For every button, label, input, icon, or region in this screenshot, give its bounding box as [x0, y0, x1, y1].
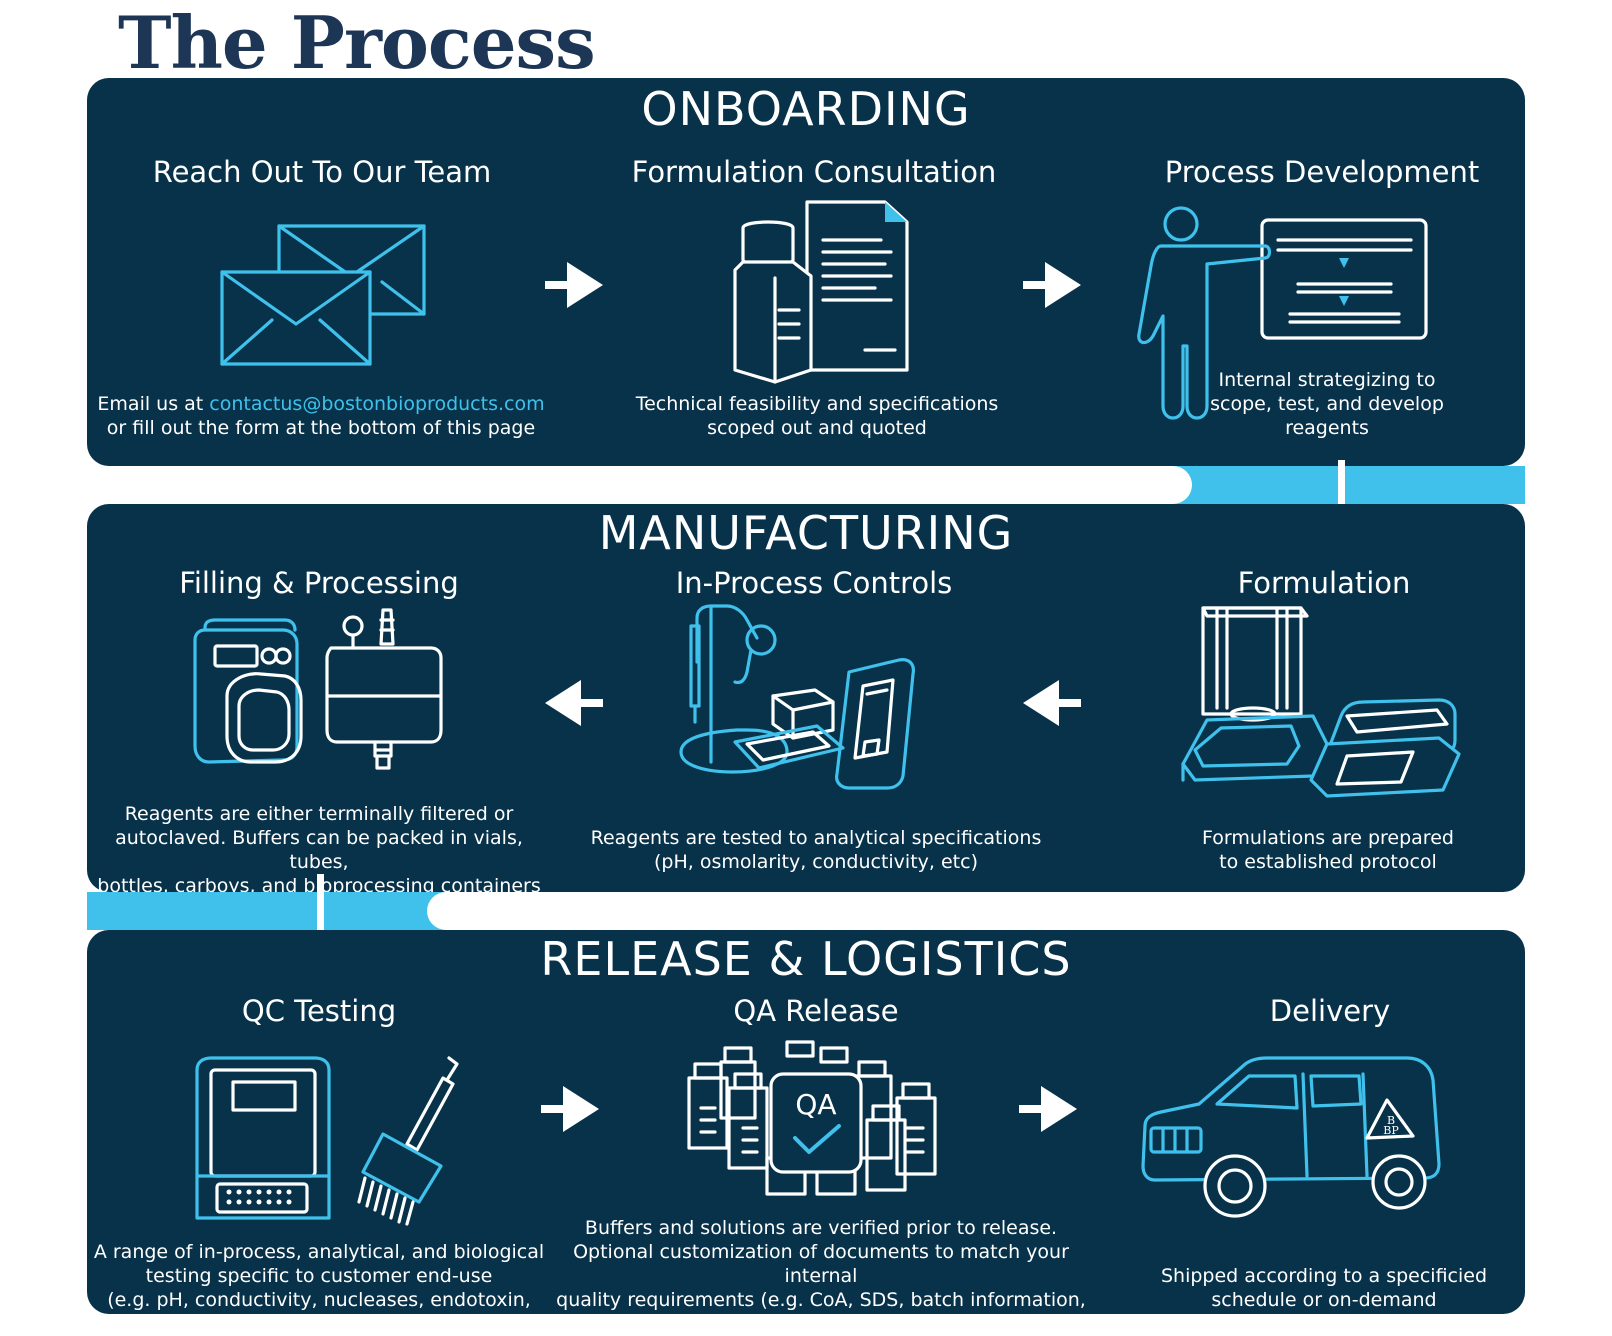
thermal-cycler-pipette-icon: [195, 1056, 459, 1226]
step-desc-in-process-controls: Reagents are tested to analytical specif…: [590, 827, 1042, 873]
arrow-left-icon: [545, 680, 603, 726]
step-title-reach-out: Reach Out To Our Team: [152, 155, 492, 189]
page-title: The Process: [118, 0, 596, 85]
arrow-right-icon: [541, 1086, 599, 1132]
arrow-right-icon: [1019, 1086, 1077, 1132]
svg-text:B: B: [1387, 1114, 1395, 1127]
step-title-process-development: Process Development: [1164, 155, 1480, 189]
delivery-van-icon: B BP: [1141, 1056, 1441, 1218]
qa-bottles-icon: QA: [687, 1040, 937, 1196]
balance-scale-icon: [1181, 606, 1461, 798]
release-panel: RELEASE & LOGISTICS QC Testing QA Releas…: [87, 930, 1525, 1335]
step-desc-delivery: Shipped according to a specificied sched…: [1160, 1265, 1488, 1311]
step-title-qc-testing: QC Testing: [241, 994, 397, 1028]
step-desc-reach-out: Email us at contactus@bostonbioproducts.…: [97, 393, 545, 439]
presenter-board-icon: [1137, 206, 1428, 420]
section-heading-onboarding: ONBOARDING: [641, 82, 971, 136]
step-title-formulation-consultation: Formulation Consultation: [631, 155, 997, 189]
svg-text:BP: BP: [1383, 1124, 1399, 1137]
connector-band: [0, 466, 1525, 504]
pump-filter-icon: [193, 608, 443, 770]
connector-pill: [0, 466, 1192, 504]
bottle-document-icon: [733, 200, 909, 384]
step-desc-formulation-consultation: Technical feasibility and specifications…: [635, 393, 999, 439]
qa-badge-label: QA: [795, 1088, 836, 1121]
connector-pill: [427, 892, 1612, 930]
onboarding-panel: ONBOARDING Reach Out To Our Team Formula…: [87, 78, 1525, 466]
manufacturing-panel: MANUFACTURING Filling & Processing In-Pr…: [87, 504, 1525, 897]
arrow-left-icon: [1023, 680, 1081, 726]
step-desc-qa-release: Buffers and solutions are verified prior…: [556, 1217, 1086, 1335]
step-title-qa-release: QA Release: [733, 994, 899, 1028]
step-title-in-process-controls: In-Process Controls: [675, 566, 953, 600]
lab-instrument-icon: [679, 604, 915, 790]
step-title-formulation: Formulation: [1237, 566, 1411, 600]
step-desc-process-development: Internal strategizing to scope, test, an…: [1210, 369, 1444, 439]
connector-band: [87, 892, 1612, 930]
step-desc-qc-testing: A range of in-process, analytical, and b…: [93, 1241, 545, 1335]
envelopes-icon: [220, 224, 426, 366]
email-link[interactable]: contactus@bostonbioproducts.com: [209, 393, 545, 415]
step-desc-formulation: Formulations are prepared to established…: [1202, 827, 1454, 873]
step-title-delivery: Delivery: [1269, 994, 1391, 1028]
section-heading-manufacturing: MANUFACTURING: [598, 506, 1014, 560]
step-title-filling-processing: Filling & Processing: [179, 566, 459, 600]
arrow-right-icon: [1023, 262, 1081, 308]
arrow-right-icon: [545, 262, 603, 308]
section-heading-release-logistics: RELEASE & LOGISTICS: [540, 932, 1072, 986]
